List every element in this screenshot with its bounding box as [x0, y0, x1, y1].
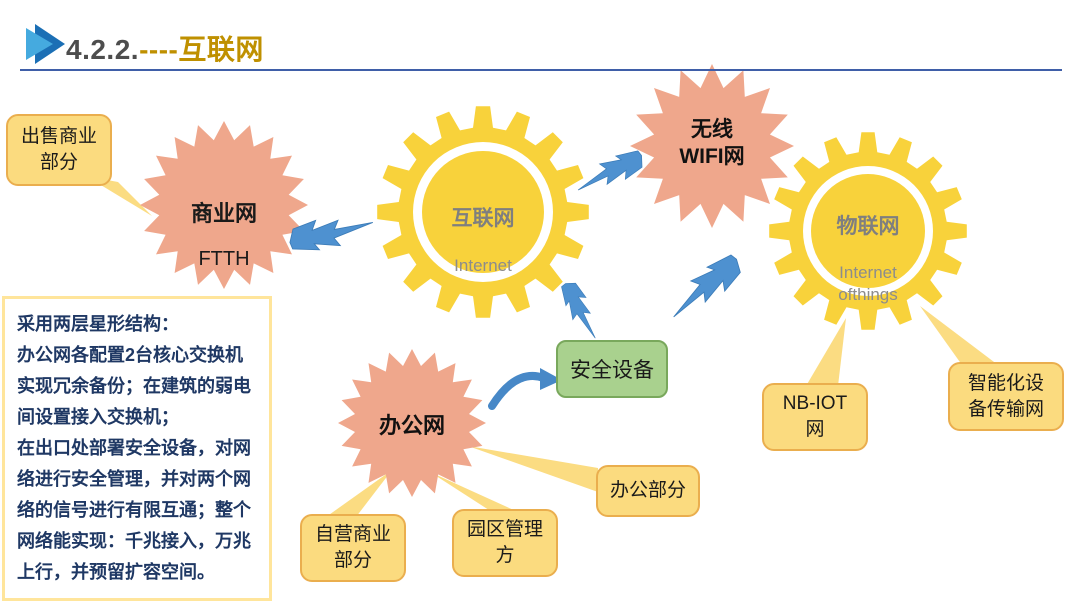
title-separator: ----: [139, 34, 179, 65]
page-title: 4.2.2.----互联网: [66, 28, 264, 68]
office-security-arrow-icon: [488, 368, 562, 410]
iot-gear-label: 物联网 Internet ofthings: [836, 215, 900, 305]
callout-nb-iot: NB-IOT 网: [762, 383, 868, 451]
tail-sale-to-business: [86, 176, 152, 216]
office-network-burst: [338, 349, 486, 497]
callout-office-part: 办公部分: [596, 465, 700, 517]
tail-office-to-self: [326, 470, 392, 517]
section-arrow-icon: [26, 24, 65, 64]
wifi-network-burst: [630, 64, 794, 228]
internet-gear: [377, 106, 589, 318]
callout-self-business: 自营商业 部分: [300, 514, 406, 582]
office-network-label: 办公网: [378, 413, 445, 438]
business-network-burst: [140, 121, 308, 289]
wifi-network-label: 无线 WIFI网: [679, 118, 745, 169]
tail-office-to-officepart: [468, 446, 598, 492]
callout-smart-device: 智能化设 备传输网: [948, 362, 1064, 431]
title-text: 互联网: [178, 34, 264, 65]
callout-sale-business: 出售商业 部分: [6, 114, 112, 186]
callout-park-management: 园区管理 方: [452, 509, 558, 577]
iot-gear: [769, 132, 967, 330]
tail-office-to-park: [430, 472, 518, 512]
note-paragraph: 在出口处部署安全设备，对网络进行安全管理，并对两个网络的信号进行有限互通；整个网…: [17, 437, 251, 582]
note-panel: 采用两层星形结构： 办公网各配置2台核心交换机实现冗余备份；在建筑的弱电间设置接…: [2, 296, 272, 601]
note-paragraph: 办公网各配置2台核心交换机实现冗余备份；在建筑的弱电间设置接入交换机；: [17, 344, 251, 427]
bolt-internet-security-icon: [557, 277, 603, 345]
bolt-iot-security-icon: [661, 249, 748, 327]
internet-gear-label: 互联网 Internet: [451, 207, 515, 275]
business-network-label: 商业网 FTTH: [190, 201, 257, 270]
note-paragraph: 采用两层星形结构：: [17, 314, 179, 334]
tail-iot-to-smart: [920, 306, 998, 365]
tail-iot-to-nbiot: [806, 318, 846, 386]
section-number: 4.2.2.: [66, 34, 140, 65]
security-device-box: 安全设备: [556, 340, 668, 398]
connector-tails: [86, 176, 998, 517]
header-divider: [20, 69, 1062, 71]
